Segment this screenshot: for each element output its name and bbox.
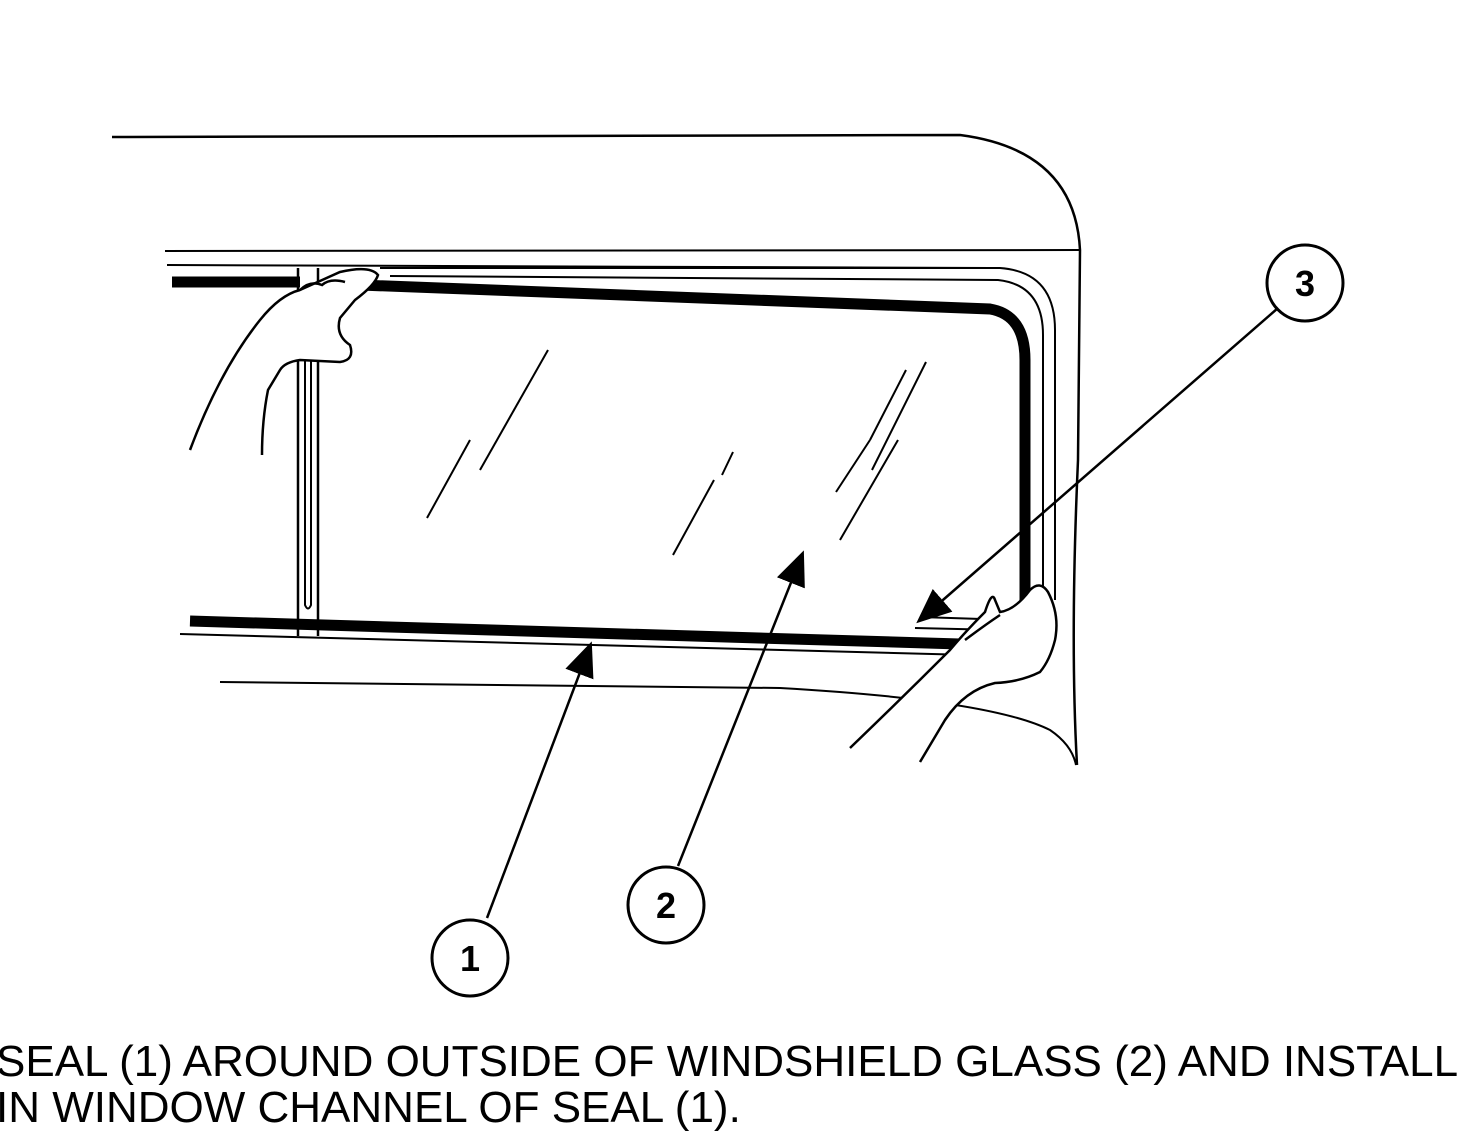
cab-roof-outline — [111, 133, 1082, 251]
callout-1: 1 — [430, 918, 510, 998]
callout-3-number: 3 — [1295, 263, 1315, 304]
center-post-groove — [304, 360, 312, 610]
window-frame-outer — [380, 267, 1056, 600]
cab-body-line — [219, 681, 1077, 766]
callout-2-leader — [676, 550, 805, 867]
window-frame-middle — [389, 275, 1044, 600]
callout-3-circle — [1265, 243, 1345, 323]
cab-right-edge — [1072, 249, 1082, 766]
callout-2-circle — [626, 865, 706, 945]
diagram-page: 1 2 3 SEAL (1) AROUND OUTSIDE OF WINDSHI… — [0, 133, 1459, 1130]
callout-1-circle — [430, 918, 510, 998]
caption-line-2: IN WINDOW CHANNEL OF SEAL (1). — [0, 1083, 741, 1132]
seal-top-right-corner — [359, 279, 1031, 626]
glass-reflections — [426, 349, 927, 556]
callout-1-number: 1 — [460, 938, 480, 979]
callout-3-leader — [916, 307, 1279, 624]
right-hand-illustration — [849, 584, 1058, 763]
windshield-header-line — [164, 249, 1081, 252]
callout-2-number: 2 — [656, 885, 676, 926]
left-hand-illustration — [188, 267, 380, 456]
caption-line-1: SEAL (1) AROUND OUTSIDE OF WINDSHIELD GL… — [0, 1037, 1459, 1086]
callout-1-leader — [485, 641, 594, 919]
windshield-installation-illustration: 1 2 3 — [111, 133, 1345, 998]
seal-bottom — [189, 615, 961, 650]
callout-2: 2 — [626, 865, 706, 945]
callout-3: 3 — [1265, 243, 1345, 323]
